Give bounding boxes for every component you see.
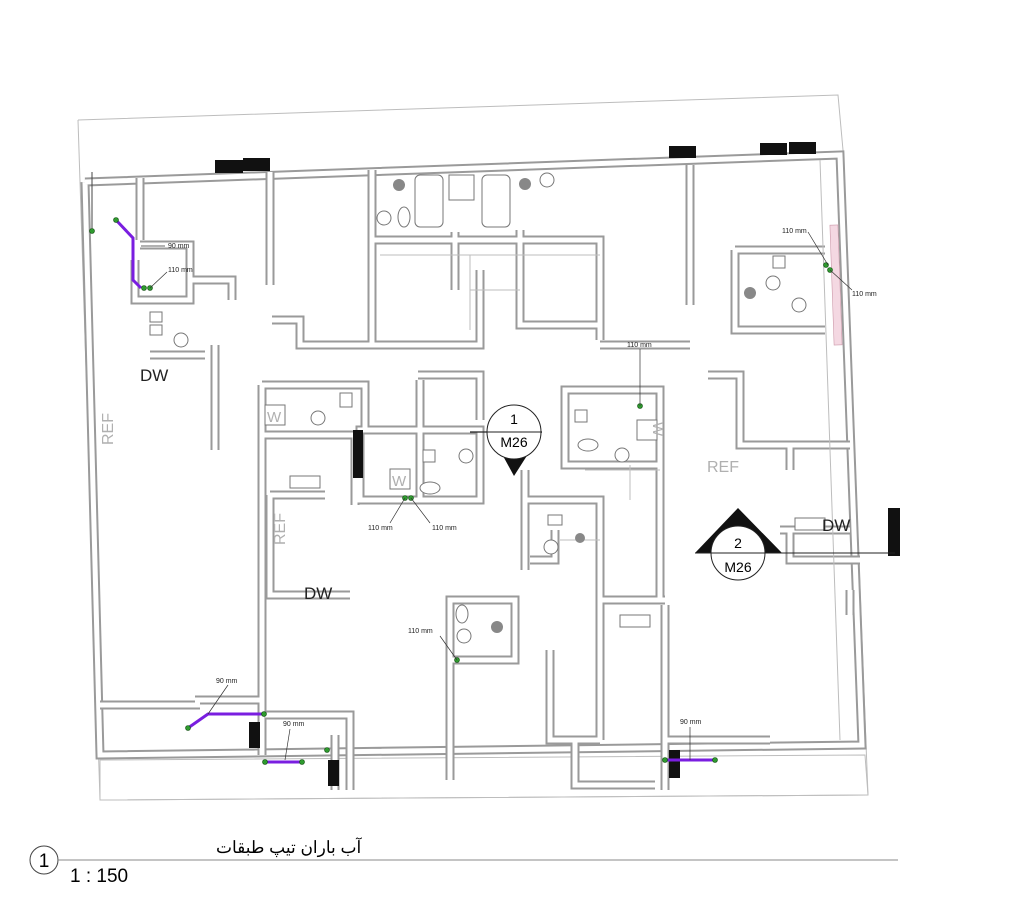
section-sheet: M26: [500, 434, 527, 450]
section-marker-2: 2 M26: [695, 508, 895, 581]
dishwasher-tag: DW: [304, 584, 332, 603]
washer-tag: W: [267, 409, 282, 426]
washer-tag: W: [392, 473, 407, 490]
radiators: [215, 142, 900, 786]
pipe-label-110: 110 mm: [408, 628, 433, 635]
leader-lines: [141, 231, 853, 761]
section-number: 2: [734, 535, 742, 551]
window-right: [829, 224, 843, 346]
balcony-bottom: [99, 754, 869, 801]
pipe-label-110: 110 mm: [368, 525, 393, 532]
drain-points: [89, 217, 833, 765]
dishwasher-tag: DW: [822, 516, 850, 535]
exterior-walls: [80, 150, 867, 760]
pipe-label-110: 110 mm: [432, 525, 457, 532]
pipe-label-110: 110 mm: [627, 342, 652, 349]
refrigerator-tag: REF: [100, 413, 117, 445]
washer-tag: W: [649, 422, 666, 437]
section-number: 1: [510, 411, 518, 427]
refrigerator-tag: REF: [707, 459, 739, 476]
view-name: آب باران تیپ طبقات: [216, 836, 362, 858]
bathroom-fixtures: [149, 172, 826, 644]
pipe-label-90: 90 mm: [283, 721, 305, 728]
section-marker-1: 1 M26: [470, 404, 542, 476]
pipe-label-90: 90 mm: [168, 243, 190, 250]
section-sheet: M26: [724, 559, 751, 575]
pipe-label-90: 90 mm: [216, 678, 238, 685]
pipe-label-110: 110 mm: [168, 267, 193, 274]
view-title: 1 آب باران تیپ طبقات 1 : 150: [29, 836, 898, 887]
washer-tags: W W W: [264, 404, 666, 490]
interior-walls: [100, 159, 860, 790]
view-scale: 1 : 150: [70, 866, 128, 887]
pipe-label-110: 110 mm: [782, 228, 807, 235]
pipe-label-110: 110 mm: [852, 291, 877, 298]
view-number: 1: [39, 851, 50, 872]
dishwasher-tag: DW: [140, 366, 168, 385]
refrigerator-tag: REF: [272, 513, 289, 545]
pipe-label-90: 90 mm: [680, 719, 702, 726]
